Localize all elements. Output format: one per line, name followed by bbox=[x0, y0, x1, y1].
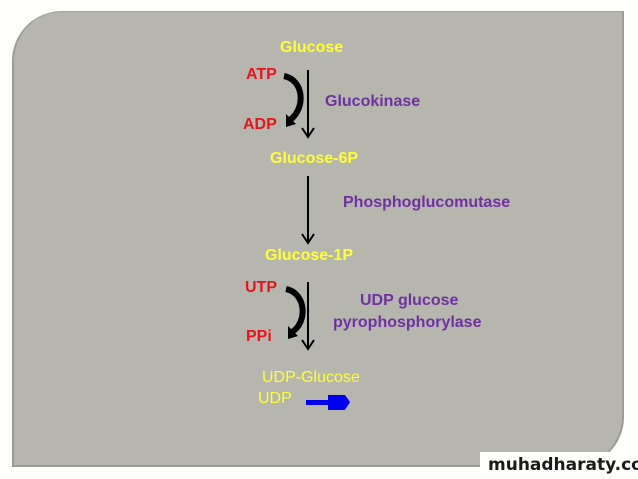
curved-arrowhead-adp bbox=[286, 114, 296, 127]
curved-arrow-utp-ppi bbox=[285, 286, 306, 335]
cofactor-atp: ATP bbox=[246, 66, 277, 83]
metabolite-glucose-6p: Glucose-6P bbox=[270, 150, 359, 167]
curved-arrow-atp-adp bbox=[283, 73, 304, 123]
arrowhead-glucokinase bbox=[301, 127, 315, 139]
arrowhead-udp-pyrophosphorylase bbox=[301, 339, 315, 351]
metabolite-udp: UDP bbox=[258, 390, 292, 407]
cofactor-utp: UTP bbox=[245, 279, 277, 296]
enzyme-udp-glucose-pyrophosphorylase-line2: pyrophosphorylase bbox=[333, 314, 482, 331]
enzyme-glucokinase: Glucokinase bbox=[325, 93, 421, 110]
arrowhead-phosphoglucomutase bbox=[301, 233, 315, 245]
enzyme-udp-glucose-pyrophosphorylase-line1: UDP glucose bbox=[360, 292, 459, 309]
watermark: muhadharaty.com bbox=[480, 452, 638, 479]
slide-panel bbox=[12, 11, 624, 467]
enzyme-phosphoglucomutase: Phosphoglucomutase bbox=[343, 194, 511, 211]
udp-hexagon bbox=[328, 395, 350, 410]
metabolite-glucose: Glucose bbox=[280, 39, 344, 56]
metabolite-glucose-1p: Glucose-1P bbox=[265, 247, 354, 264]
cofactor-ppi: PPi bbox=[246, 328, 272, 345]
cofactor-adp: ADP bbox=[243, 116, 277, 133]
metabolite-udp-glucose: UDP-Glucose bbox=[262, 369, 360, 386]
curved-arrowhead-ppi bbox=[288, 326, 298, 339]
udp-stick bbox=[306, 400, 328, 405]
